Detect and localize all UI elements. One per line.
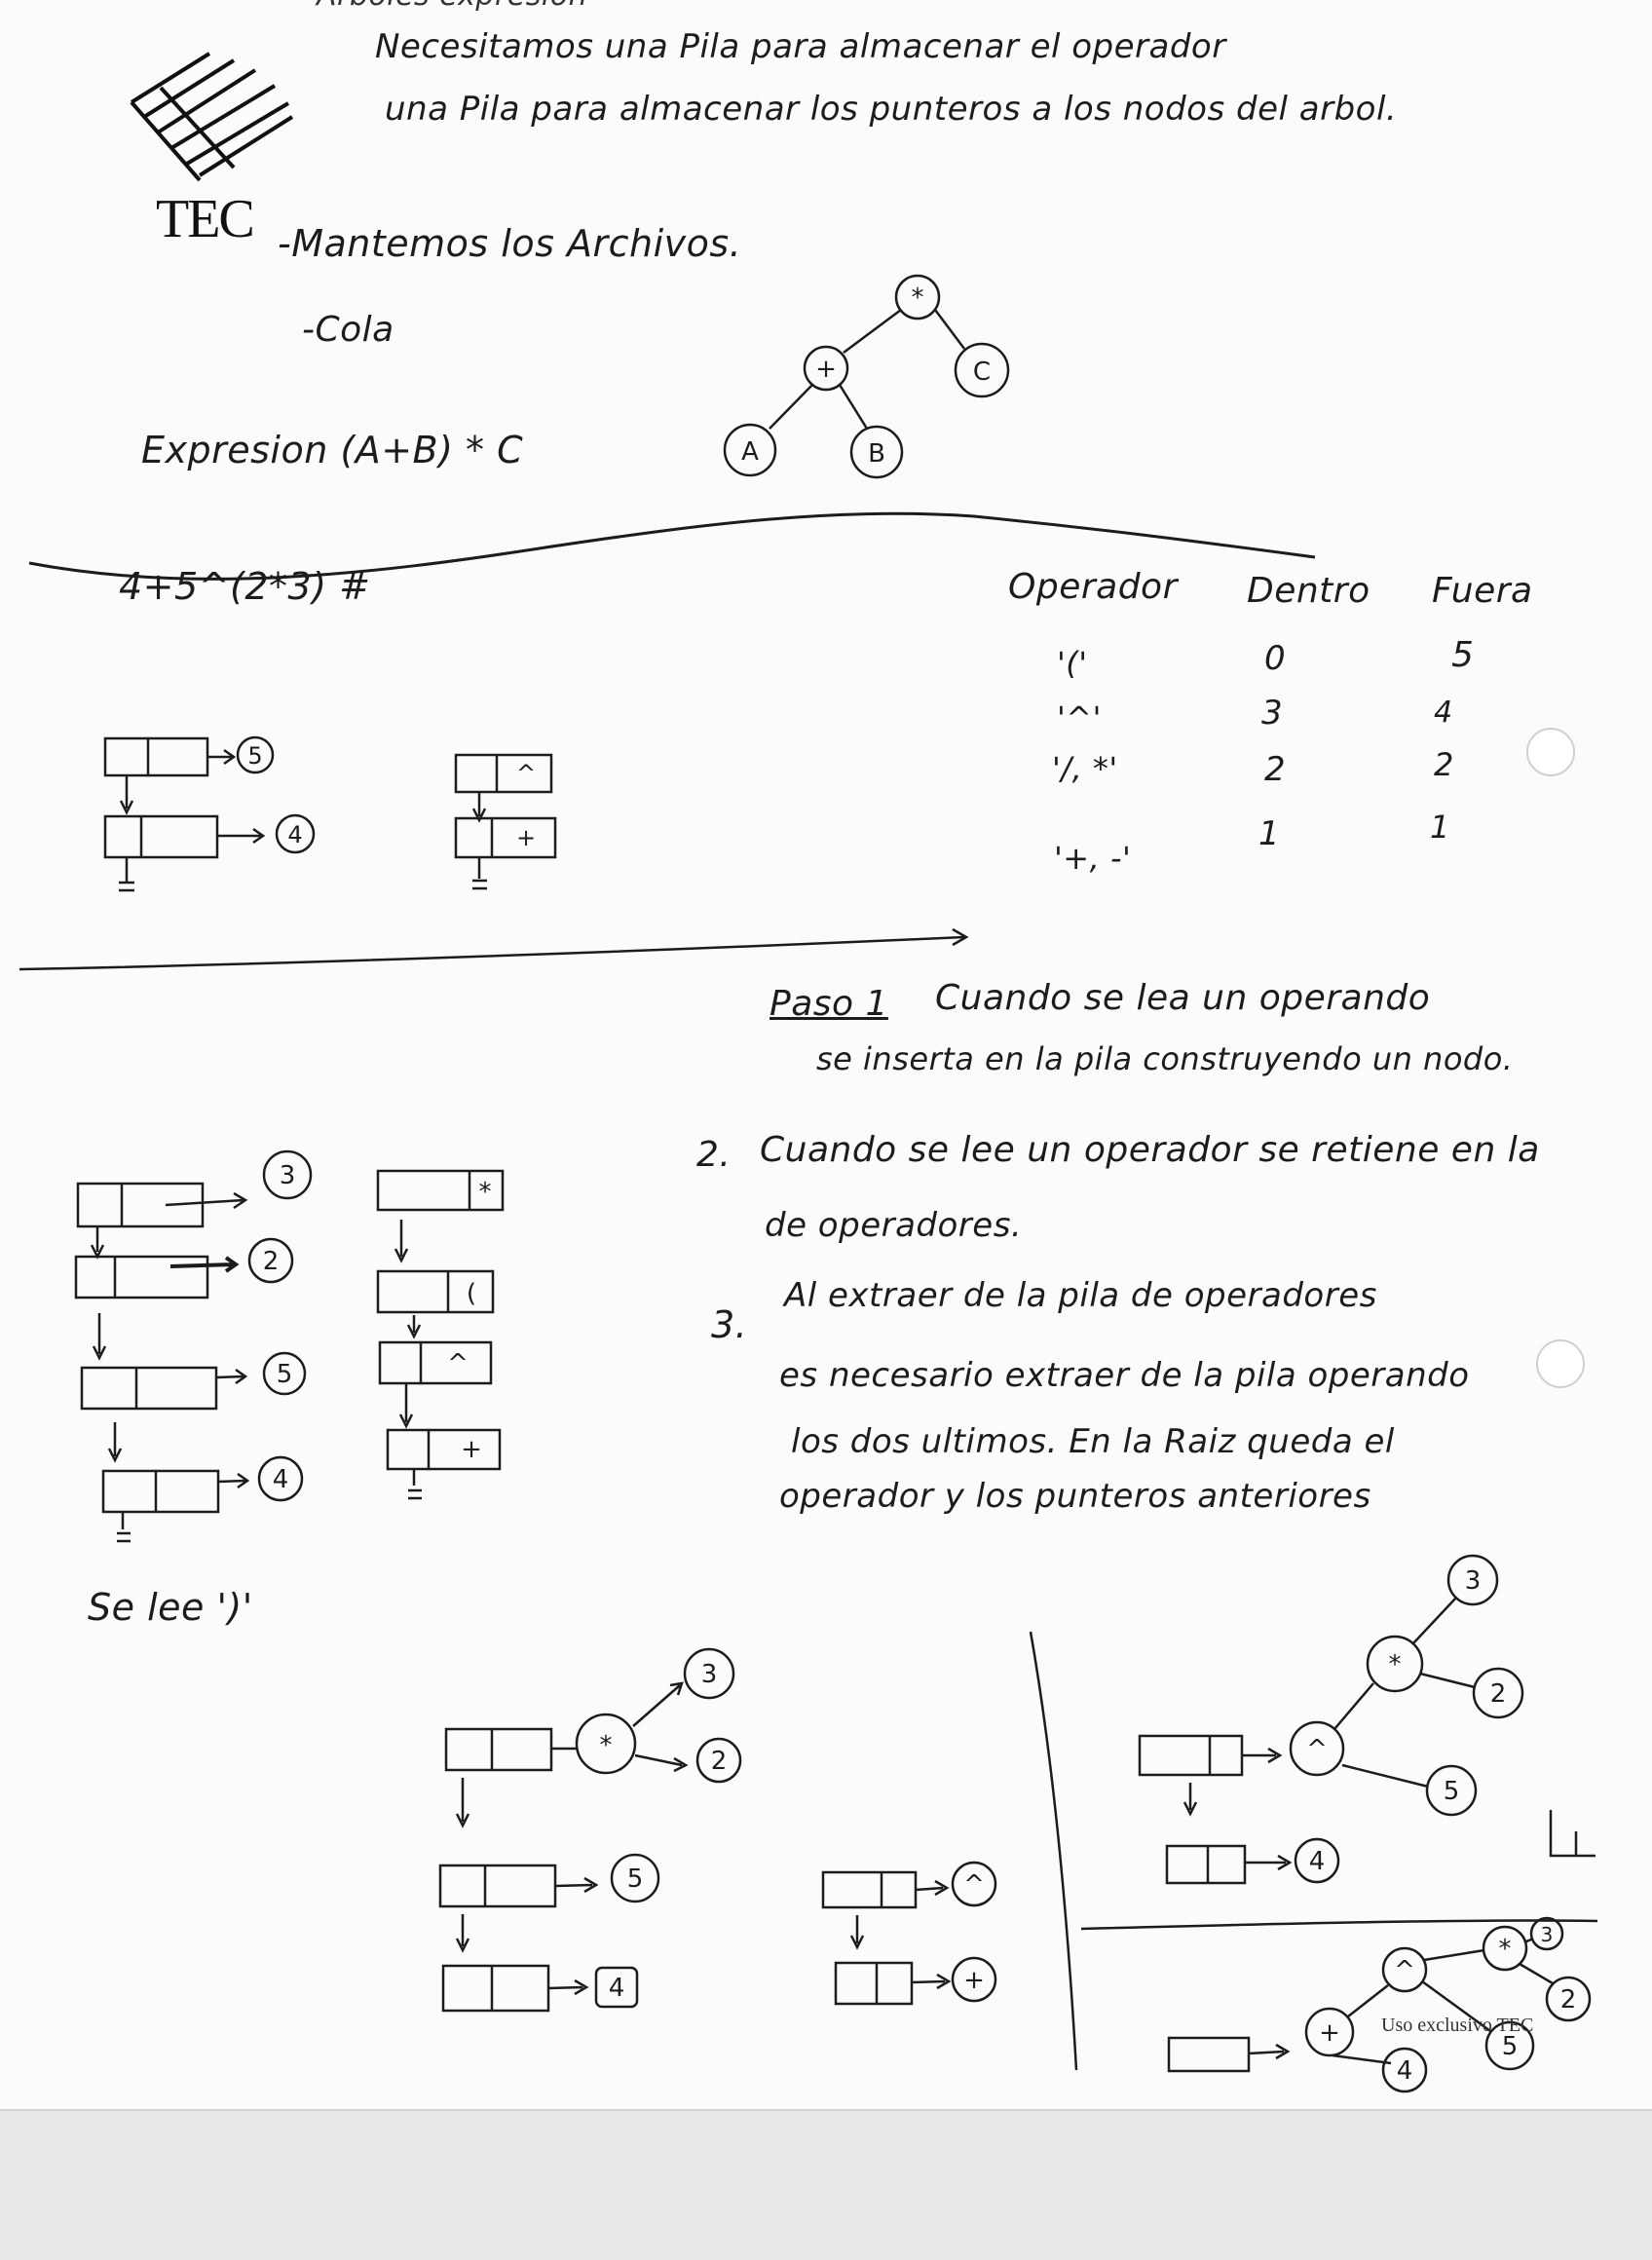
bottom-op-caret: ^ [963, 1870, 985, 1900]
bottom-tree-2: 2 [711, 1747, 728, 1776]
mid-node-4: 4 [273, 1465, 289, 1494]
table-row-2-op: '^' [1057, 699, 1102, 736]
tree-node-b: B [868, 439, 885, 469]
table-row-4-fuera: 1 [1430, 809, 1450, 846]
mid-op-paren: ( [467, 1279, 476, 1308]
final-tree-2: 2 [1560, 1985, 1577, 2015]
final-tree-4: 4 [1397, 2056, 1413, 2086]
intro-line-1: Necesitamos una Pila para almacenar el o… [375, 27, 1226, 66]
bottom-node-5: 5 [627, 1864, 644, 1894]
right-tree-5: 5 [1444, 1777, 1460, 1806]
step1-text-b: se inserta en la pila construyendo un no… [816, 1040, 1514, 1077]
step2-text-b: de operadores. [765, 1206, 1023, 1245]
table-row-1-fuera: 5 [1451, 635, 1475, 675]
header-partial: Arboles expresion [317, 0, 587, 13]
step3-text-b: es necesario extraer de la pila operando [779, 1356, 1470, 1395]
table-header-fuera: Fuera [1432, 571, 1533, 611]
table-row-1-dentro: 0 [1264, 639, 1287, 678]
table-row-2-dentro: 3 [1261, 694, 1284, 733]
step2-text-a: Cuando se lee un operador se retiene en … [760, 1130, 1540, 1170]
mid-node-2: 2 [263, 1247, 280, 1276]
right-tree-caret: ^ [1306, 1735, 1328, 1764]
step3-text-a: Al extraer de la pila de operadores [784, 1276, 1377, 1315]
se-lee-label: Se lee ')' [88, 1586, 253, 1629]
bottom-node-4: 4 [609, 1974, 625, 2003]
step3-num: 3. [711, 1303, 748, 1346]
usage-stamp: Uso exclusivo TEC [1381, 2015, 1534, 2036]
right-tree-2: 2 [1490, 1679, 1507, 1709]
table-row-4-op: '+, -' [1054, 840, 1132, 877]
bottom-op-plus: + [963, 1966, 985, 1995]
tree-node-c: C [973, 358, 991, 387]
table-header-dentro: Dentro [1247, 571, 1370, 611]
intro-line-2: una Pila para almacenar los punteros a l… [385, 90, 1398, 129]
logo-text: TEC [156, 189, 255, 249]
bottom-tree-star: * [600, 1731, 613, 1760]
step3-text-c: los dos ultimos. En la Raiz queda el [791, 1422, 1395, 1461]
tree-node-star: * [912, 283, 924, 313]
expression-2: 4+5^(2*3) # [119, 565, 371, 608]
stack-op-caret: ^ [516, 760, 536, 787]
table-row-3-op: '/, *' [1052, 750, 1118, 787]
stack-node-4: 4 [287, 821, 302, 848]
table-row-3-dentro: 2 [1264, 750, 1287, 789]
table-header-operador: Operador [1008, 567, 1178, 607]
mid-node-3: 3 [280, 1161, 296, 1190]
step1-label: Paso 1 [770, 984, 888, 1024]
final-tree-plus: + [1319, 2018, 1340, 2048]
scanned-page [0, 0, 1652, 2111]
bullet-cola: -Cola [302, 310, 394, 350]
mid-op-plus: + [461, 1435, 482, 1464]
table-row-3-fuera: 2 [1434, 746, 1454, 783]
expression-label: Expresion (A+B) * C [141, 429, 524, 471]
final-tree-caret: ^ [1394, 1956, 1415, 1985]
stack-op-plus: + [516, 824, 536, 851]
mid-op-caret: ^ [447, 1349, 469, 1378]
mid-node-5: 5 [277, 1360, 293, 1389]
right-tree-3: 3 [1465, 1566, 1482, 1596]
right-tree-star: * [1389, 1650, 1402, 1679]
step1-text-a: Cuando se lea un operando [935, 978, 1431, 1018]
step2-num: 2. [696, 1135, 732, 1175]
stack-node-5: 5 [247, 742, 262, 770]
table-row-4-dentro: 1 [1258, 814, 1281, 853]
step3-text-d: operador y los punteros anteriores [779, 1477, 1371, 1516]
table-row-2-fuera: 4 [1434, 696, 1453, 730]
final-tree-star: * [1499, 1935, 1512, 1964]
table-row-1-op: '(' [1057, 645, 1088, 682]
bottom-tree-3: 3 [701, 1660, 718, 1689]
final-tree-3: 3 [1541, 1923, 1554, 1946]
tree-node-a: A [741, 437, 759, 467]
tree-node-plus: + [815, 355, 837, 384]
right-tree-4: 4 [1309, 1847, 1326, 1876]
bullet-archivos: -Mantemos los Archivos. [278, 222, 742, 265]
mid-op-star: * [479, 1178, 492, 1207]
final-tree-5: 5 [1502, 2032, 1519, 2061]
